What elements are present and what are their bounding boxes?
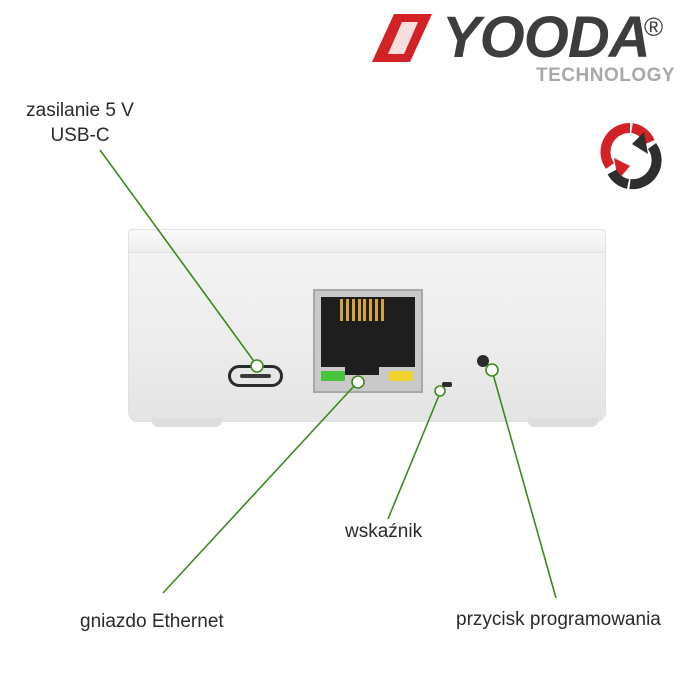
callout-ethernet: gniazdo Ethernet — [80, 611, 224, 632]
leader-dot-indicator — [434, 385, 446, 397]
callout-power: zasilanie 5 V USB-C — [20, 98, 140, 148]
ethernet-led-green — [321, 371, 345, 381]
leader-line-programming — [492, 373, 557, 599]
leader-dot-programming — [485, 363, 499, 377]
leader-dot-ethernet — [351, 375, 365, 389]
programming-button-hole — [477, 355, 489, 367]
refresh-cycle-icon — [600, 122, 662, 190]
leader-line-ethernet — [162, 384, 356, 594]
yooda-logo-icon — [372, 14, 432, 62]
brand-name: YOODA — [442, 5, 651, 70]
device-lid — [128, 229, 606, 253]
leader-line-indicator — [387, 392, 441, 520]
leader-dot-power — [250, 359, 264, 373]
leader-line-power — [99, 149, 257, 365]
ethernet-notch — [345, 361, 379, 375]
callout-power-line2: USB-C — [50, 125, 110, 146]
status-indicator-led — [442, 382, 452, 387]
ethernet-port — [313, 289, 423, 393]
brand-tagline: TECHNOLOGY — [536, 65, 676, 86]
ethernet-cavity — [321, 297, 415, 367]
ethernet-led-yellow — [389, 371, 413, 381]
usb-c-tongue — [240, 374, 271, 378]
device-foot-left — [152, 418, 222, 427]
callout-programming-button: przycisk programowania — [456, 609, 661, 630]
registered-mark: ® — [644, 12, 664, 42]
device-foot-right — [528, 418, 598, 427]
ethernet-pins — [340, 299, 384, 321]
callout-indicator: wskaźnik — [345, 521, 423, 542]
callout-power-line1: zasilanie 5 V — [26, 100, 134, 121]
brand-logo: YOODA ® TECHNOLOGY — [372, 5, 692, 90]
